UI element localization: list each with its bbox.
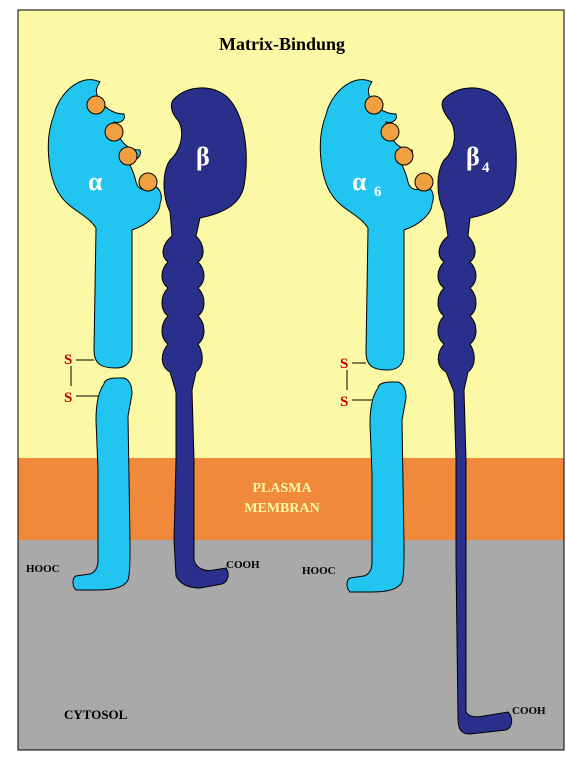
membrane-label-line-1: PLASMA xyxy=(252,481,312,496)
membrane-label-line-2: MEMBRAN xyxy=(244,501,319,516)
right-beta-terminus: COOH xyxy=(512,705,546,717)
left-ligand-site-1 xyxy=(87,96,105,114)
right-alpha-terminus: HOOC xyxy=(302,565,336,577)
right-sulfur-2: S xyxy=(340,394,348,410)
right-beta-label: β xyxy=(466,142,480,171)
left-ligand-site-3 xyxy=(119,147,137,165)
cytosol-label: CYTOSOL xyxy=(64,707,128,722)
right-sulfur-1: S xyxy=(340,356,348,372)
left-beta-label: β xyxy=(196,142,210,171)
left-ligand-site-2 xyxy=(105,123,123,141)
right-ligand-site-3 xyxy=(395,147,413,165)
left-sulfur-1: S xyxy=(64,352,72,368)
right-beta-subscript: 4 xyxy=(482,160,490,176)
left-alpha-terminus: HOOC xyxy=(26,563,60,575)
right-alpha-subscript: 6 xyxy=(374,184,382,200)
left-beta-terminus: COOH xyxy=(226,559,260,571)
left-ligand-site-4 xyxy=(139,173,157,191)
right-ligand-site-1 xyxy=(365,96,383,114)
left-sulfur-2: S xyxy=(64,390,72,406)
right-alpha-label: α xyxy=(352,167,367,196)
right-ligand-site-4 xyxy=(415,173,433,191)
title: Matrix-Bindung xyxy=(219,34,345,54)
left-alpha-label: α xyxy=(88,167,103,196)
right-ligand-site-2 xyxy=(381,123,399,141)
